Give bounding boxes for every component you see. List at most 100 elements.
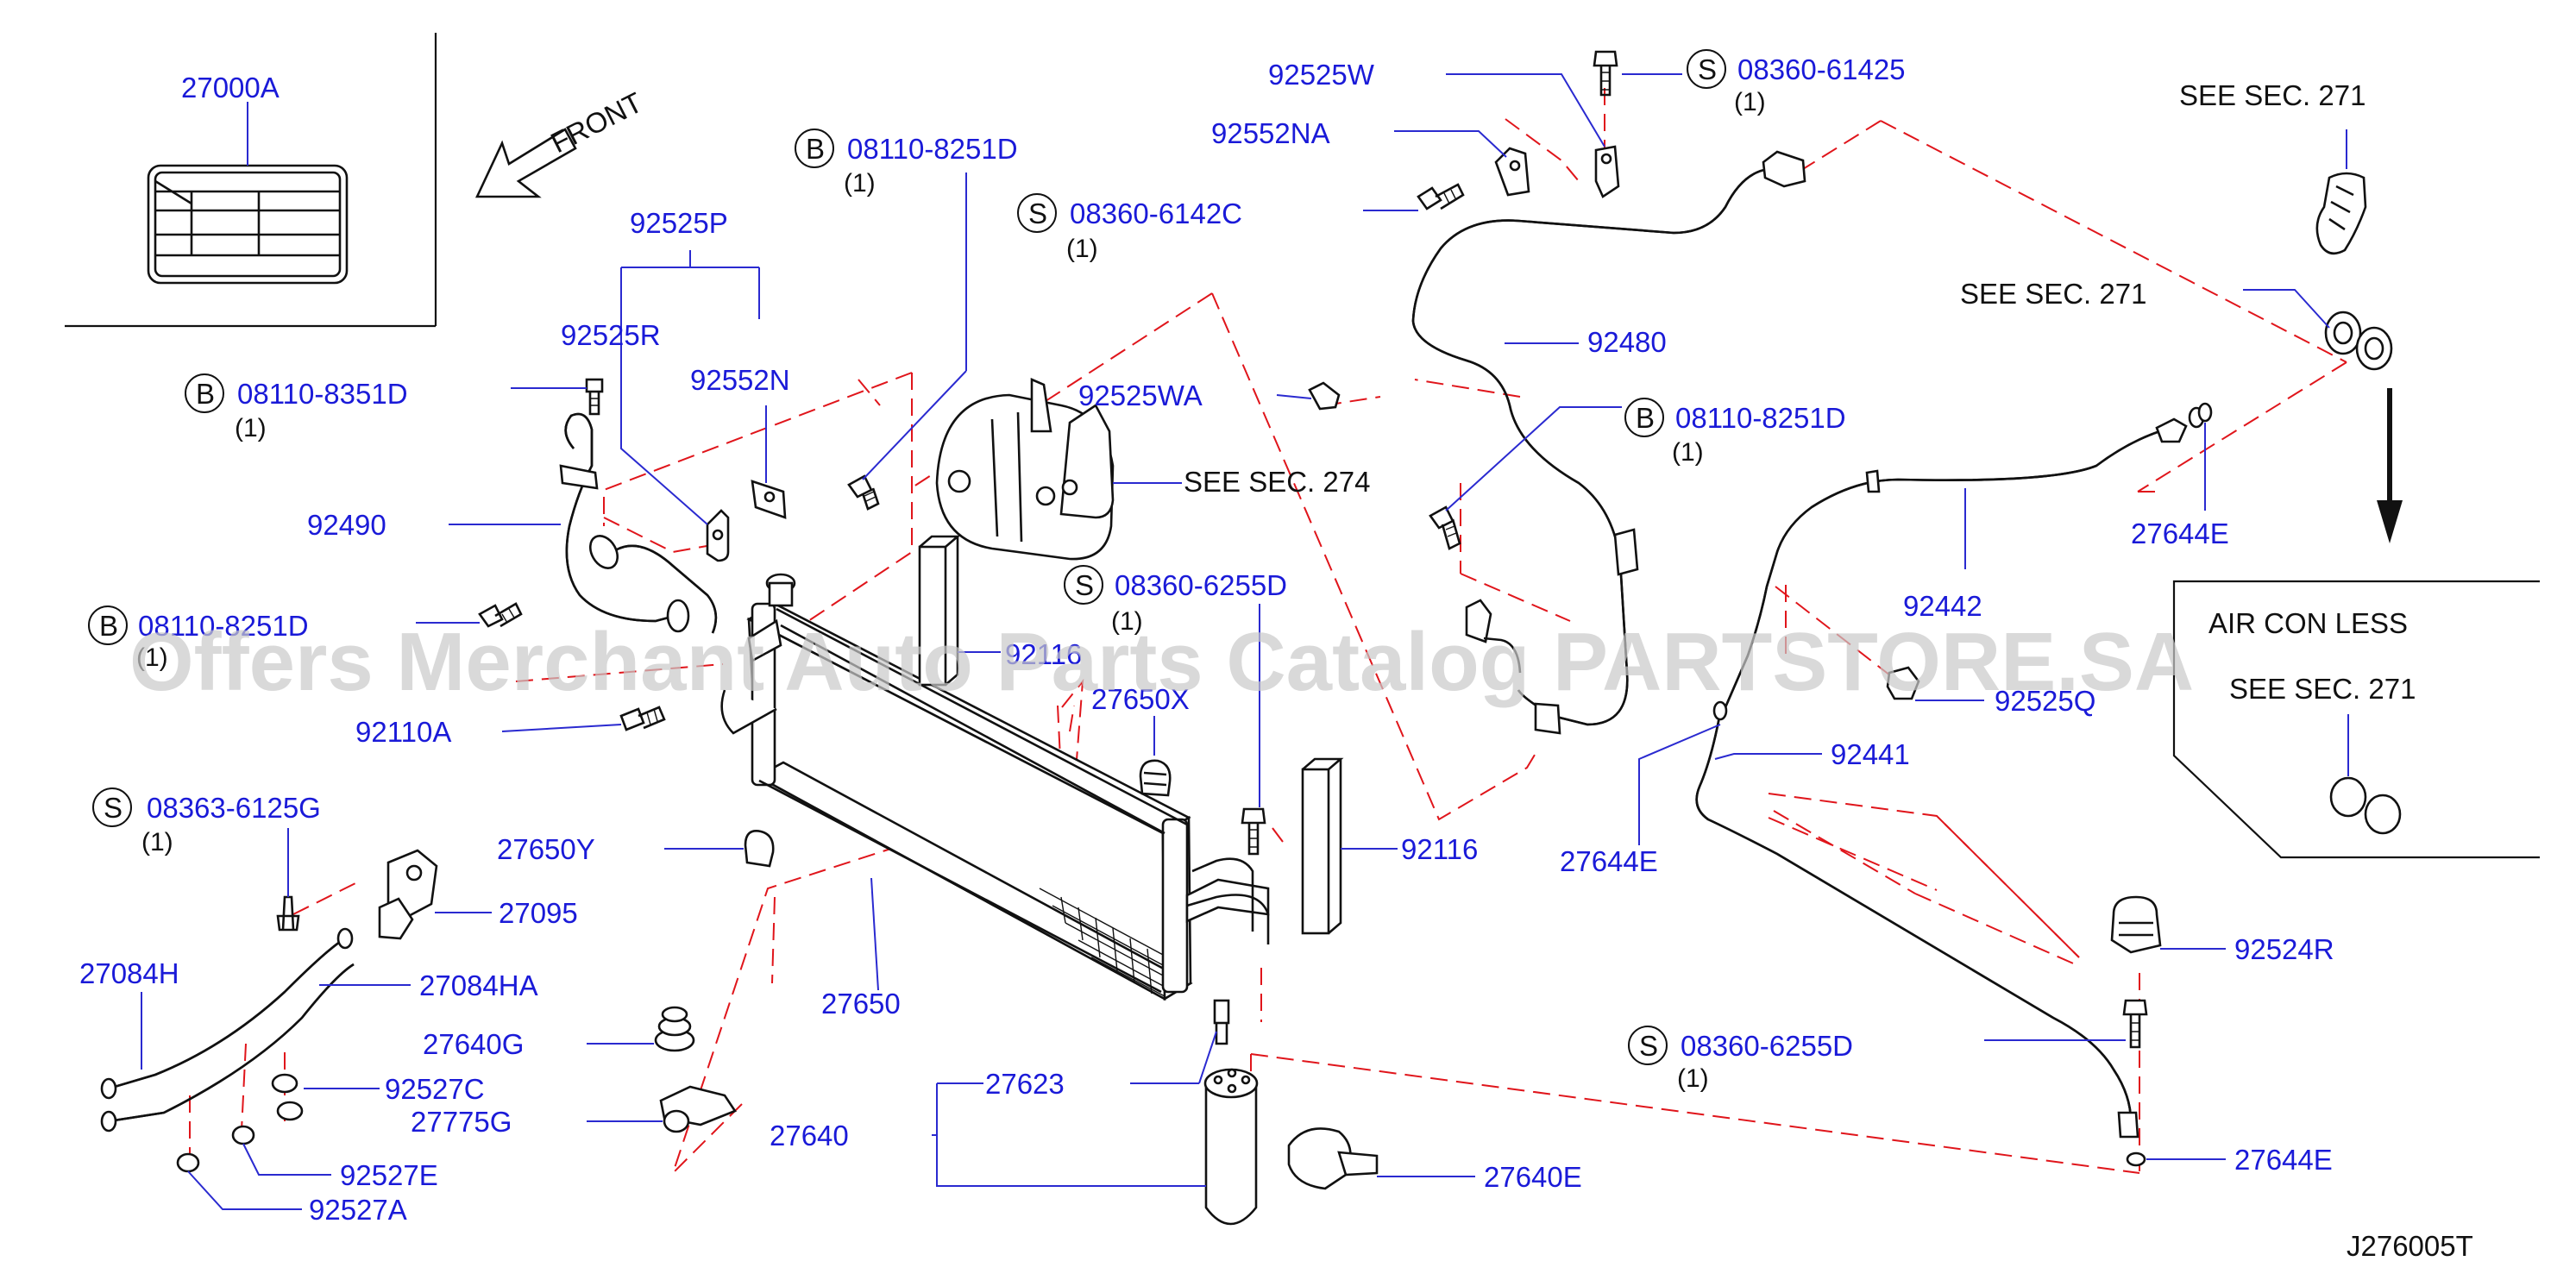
seal-strip-92116-left: [918, 535, 961, 687]
svg-text:08360-61425: 08360-61425: [1737, 53, 1906, 85]
plug-pair-icon: [2329, 776, 2402, 835]
bolt-callout-b4[interactable]: B 08110-8251D (1): [1624, 398, 1846, 467]
down-arrow-icon: [2377, 388, 2403, 543]
callout-27000A[interactable]: 27000A: [181, 72, 280, 104]
bolt-icon: [619, 706, 666, 731]
callout-27623[interactable]: 27623: [985, 1068, 1065, 1100]
callout-92525R[interactable]: 92525R: [561, 319, 661, 351]
svg-text:08360-6255D: 08360-6255D: [1115, 569, 1287, 601]
see-sec-271-top: SEE SEC. 271: [2179, 79, 2366, 111]
callout-92527E[interactable]: 92527E: [340, 1159, 438, 1191]
hoses-27084-drawing: [100, 927, 355, 1133]
svg-text:08110-8351D: 08110-8351D: [237, 378, 408, 410]
svg-text:B: B: [1636, 402, 1655, 434]
callout-92525P[interactable]: 92525P: [630, 207, 728, 239]
callout-27650Y[interactable]: 27650Y: [497, 833, 595, 865]
callout-27084HA[interactable]: 27084HA: [419, 969, 538, 1001]
bolt-callout-s4[interactable]: S 08360-61425 (1): [1687, 49, 1906, 116]
bolt-icon: [847, 474, 880, 511]
clip-92525Q: [1886, 666, 1920, 700]
bracket-27775G: [659, 1085, 737, 1133]
callout-92525W[interactable]: 92525W: [1268, 59, 1375, 91]
bolt-callout-b2[interactable]: B 08110-8351D (1): [185, 373, 408, 442]
callout-92525Q[interactable]: 92525Q: [1995, 685, 2095, 717]
see-sec-271-mid: SEE SEC. 271: [1960, 278, 2146, 310]
clip-92524R: [2110, 895, 2162, 954]
seal-strip-92116-right: [1301, 757, 1344, 935]
callout-92527A[interactable]: 92527A: [309, 1194, 407, 1226]
bolt-callout-s5[interactable]: S 08360-6255D (1): [1628, 1026, 1853, 1093]
pipe-92442-drawing: [1724, 406, 2205, 708]
callout-92552N[interactable]: 92552N: [690, 364, 790, 396]
bolt-icon: [1429, 505, 1461, 550]
callout-92441[interactable]: 92441: [1831, 738, 1910, 770]
grommet-27640G: [654, 1006, 695, 1052]
expansion-valve-drawing: [2315, 172, 2367, 255]
callout-27644E-top[interactable]: 27644E: [2131, 518, 2229, 549]
svg-text:S: S: [1075, 569, 1094, 601]
svg-text:B: B: [806, 133, 825, 165]
o-ring-pair-icon: [2324, 311, 2393, 371]
callout-92116-right[interactable]: 92116: [1401, 833, 1478, 865]
front-direction-arrow-icon: [474, 128, 577, 198]
o-ring-27644E-bottom: [2126, 1151, 2146, 1167]
svg-text:B: B: [196, 378, 215, 410]
pipe-92480-drawing: [1411, 150, 1806, 735]
bolt-callout-s3[interactable]: S 08360-6255D (1): [1064, 565, 1287, 636]
bolt-callout-b1[interactable]: B 08110-8251D (1): [795, 129, 1018, 198]
svg-text:S: S: [1698, 53, 1717, 85]
diagram-code: J276005T: [2347, 1230, 2473, 1262]
air-con-less-title: AIR CON LESS: [2208, 607, 2408, 639]
callout-27650[interactable]: 27650: [821, 988, 901, 1020]
callout-92480[interactable]: 92480: [1587, 326, 1667, 358]
svg-text:(1): (1): [136, 643, 168, 672]
pressure-switch-27623: [1213, 999, 1230, 1045]
bolt-icon: [585, 378, 604, 416]
svg-text:(1): (1): [844, 169, 876, 198]
svg-text:S: S: [104, 792, 123, 824]
bolt-callout-s2[interactable]: S 08363-6125G (1): [92, 787, 321, 856]
callout-92552NA[interactable]: 92552NA: [1211, 117, 1330, 149]
bracket-27095: [378, 849, 438, 940]
clip-92525WA: [1308, 381, 1341, 411]
callout-27640[interactable]: 27640: [770, 1120, 849, 1151]
bolt-icon: [1417, 183, 1465, 210]
bolt-callout-s1[interactable]: S 08360-6142C (1): [1017, 193, 1242, 263]
callout-92524R[interactable]: 92524R: [2234, 933, 2334, 965]
callout-27644E-bottom[interactable]: 27644E: [2234, 1144, 2333, 1176]
receiver-drier-drawing: [1203, 1068, 1259, 1226]
mount-rubber-27650X: [1139, 759, 1172, 797]
svg-text:(1): (1): [1066, 235, 1098, 263]
svg-text:08110-8251D: 08110-8251D: [847, 133, 1018, 165]
callout-27650X[interactable]: 27650X: [1091, 683, 1190, 715]
svg-text:S: S: [1639, 1030, 1658, 1062]
callout-27084H[interactable]: 27084H: [79, 957, 179, 989]
callout-27775G[interactable]: 27775G: [411, 1106, 512, 1138]
callout-27640E-bottom[interactable]: 27640E: [1484, 1161, 1582, 1193]
callout-92527C[interactable]: 92527C: [385, 1073, 485, 1105]
svg-text:B: B: [99, 610, 118, 642]
callout-27095[interactable]: 27095: [499, 897, 578, 929]
clip-92527C: [271, 1073, 304, 1121]
bolt-icon: [2122, 999, 2148, 1049]
callout-92110A[interactable]: 92110A: [355, 716, 451, 748]
bolt-callout-b3[interactable]: B 08110-8251D (1): [88, 605, 309, 672]
callout-27644E-mid[interactable]: 27644E: [1560, 845, 1658, 877]
watermark: Offers Merchant Auto Parts Catalog PARTS…: [129, 616, 2194, 708]
callout-27640G[interactable]: 27640G: [423, 1028, 524, 1060]
see-sec-274: SEE SEC. 274: [1184, 466, 1370, 498]
front-label: FRONT: [545, 86, 647, 160]
callout-92490[interactable]: 92490: [307, 509, 386, 541]
svg-text:08360-6255D: 08360-6255D: [1681, 1030, 1853, 1062]
mount-rubber-27650Y: [744, 830, 775, 868]
svg-text:S: S: [1028, 198, 1047, 229]
callout-92442[interactable]: 92442: [1903, 590, 1982, 622]
callout-92525WA[interactable]: 92525WA: [1078, 380, 1203, 411]
clip-92527A: [176, 1152, 200, 1173]
callout-92116-left[interactable]: 92116: [1005, 638, 1082, 670]
bracket-92552N: [751, 480, 787, 519]
condenser-drawing: [720, 573, 1270, 1001]
svg-text:(1): (1): [235, 414, 267, 442]
pipe-92441-drawing: [1695, 700, 2139, 1139]
